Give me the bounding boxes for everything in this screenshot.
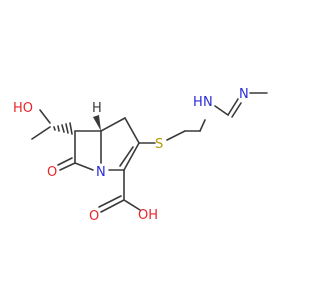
bond-c2-c3-double: [119, 146, 134, 167]
bond-ch-n: [227, 98, 239, 116]
atom-n-imine: N: [239, 87, 249, 102]
bonds: [31, 92, 268, 213]
wedge-bond-c5-h: [93, 115, 101, 131]
atom-oh-carboxyl: OH: [138, 208, 158, 223]
bond-c1-c2: [124, 117, 140, 144]
atom-n-amine: N: [203, 95, 213, 110]
atom-o-ketone: O: [47, 165, 57, 180]
atom-s: S: [155, 137, 163, 152]
atom-labels: HO H N O O OH S H N N: [13, 87, 249, 224]
bond-ch2-nh: [199, 119, 206, 132]
molecule-diagram: HO H N O O OH S H N N: [13, 87, 268, 224]
bond-ho-ch: [39, 109, 51, 124]
bond-ch-n-double: [231, 102, 242, 118]
bond-ch-methyl: [31, 126, 51, 140]
atom-o-carboxyl-double: O: [89, 209, 99, 224]
atom-n-amine-h: H: [193, 95, 203, 110]
atom-oh-top: HO: [13, 101, 33, 116]
atom-n-ring: N: [96, 165, 106, 180]
bond-c7-o-double: [57, 157, 73, 166]
hashed-bond-c6-sidechain: [53, 122, 73, 135]
bond-c2-c3: [123, 142, 140, 171]
bond-cooh-o-double: [98, 195, 122, 208]
bond-nh-ch: [214, 105, 229, 116]
bond-c7-o: [59, 162, 76, 171]
bond-cooh-o: [100, 199, 125, 213]
atom-stereo-h: H: [92, 101, 102, 116]
bond-cooh-oh: [123, 199, 141, 211]
bond-n-c7: [74, 162, 94, 171]
bond-c5-c1: [100, 117, 126, 132]
bond-s-ch2: [166, 130, 186, 141]
